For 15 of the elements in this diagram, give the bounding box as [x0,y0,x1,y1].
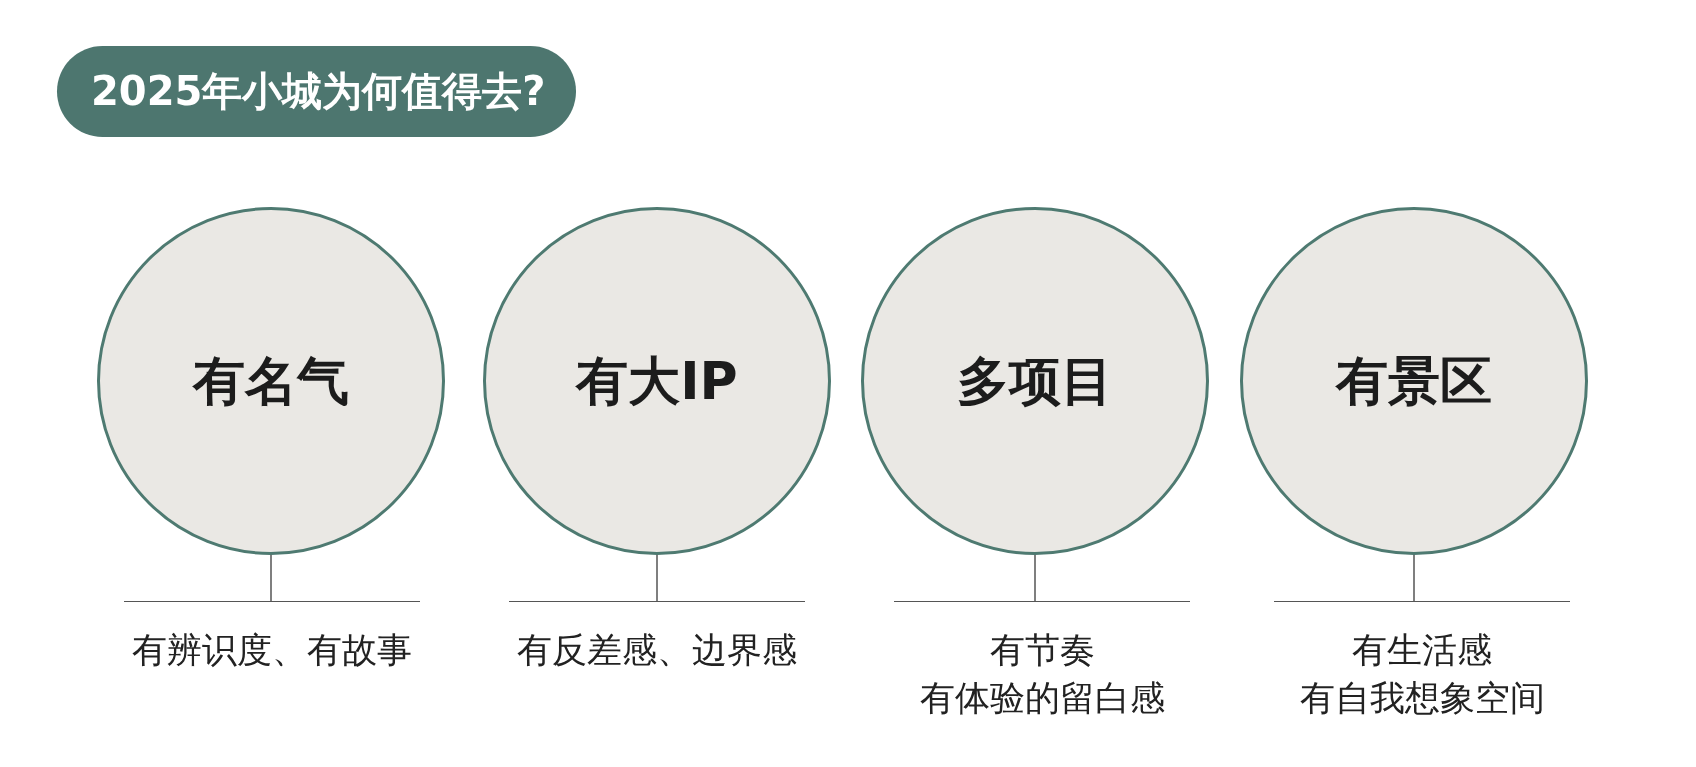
circle-label: 有名气 [193,349,349,413]
connector-line [656,554,658,602]
connector-line [270,554,272,602]
connector-line [1413,554,1415,602]
caption-text: 有自我想象空间 [1299,677,1545,720]
circle-label: 有景区 [1336,349,1492,413]
caption-text: 有节奏 [989,629,1095,672]
caption-text: 有辨识度、有故事 [132,629,412,672]
caption-text: 有生活感 [1352,629,1492,672]
caption-text: 有体验的留白感 [919,677,1165,720]
caption-text: 有反差感、边界感 [517,629,797,672]
circle-label: 有大IP [576,349,738,413]
connector-line [1034,554,1036,602]
circle-label: 多项目 [957,349,1113,413]
title-banner: 2025年小城为何值得去? [57,46,576,137]
